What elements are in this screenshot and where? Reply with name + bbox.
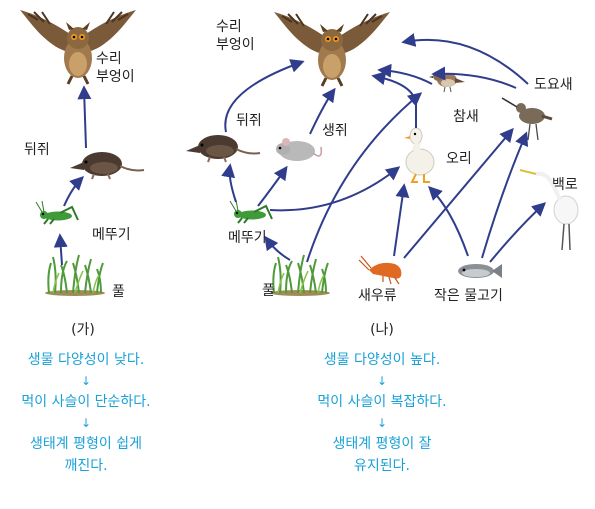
- right-conclusion-line-2: 먹이 사슬이 복잡하다.: [317, 394, 447, 410]
- label-grass-left: 풀: [112, 284, 125, 300]
- snipe-icon: [501, 97, 553, 141]
- right-conclusion-line-1: 생물 다양성이 높다.: [323, 352, 441, 368]
- down-arrow-icon: ↓: [80, 416, 92, 430]
- right-conclusion-line-3: 생태계 평형이 잘 유지된다.: [332, 436, 432, 474]
- caption-na: (나): [370, 322, 394, 338]
- right-food-web: [185, 10, 579, 297]
- label-shrew-right: 뒤쥐: [236, 113, 262, 129]
- caption-ga: (가): [71, 322, 95, 338]
- label-eagle-owl-right: 수리 부엉이: [216, 19, 255, 53]
- label-shrew-left: 뒤쥐: [24, 142, 50, 158]
- label-sparrow: 참새: [453, 109, 479, 125]
- shrimp-icon: [358, 255, 402, 285]
- left-conclusion-line-3: 생태계 평형이 쉽게 깨진다.: [30, 436, 142, 474]
- small-fish-icon: [458, 264, 502, 278]
- right-conclusion: 생물 다양성이 높다. ↓ 먹이 사슬이 복잡하다. ↓ 생태계 평형이 잘 유…: [317, 349, 446, 477]
- eagle-owl-icon: [272, 10, 392, 88]
- mouse-icon: [276, 138, 323, 161]
- left-conclusion-line-1: 생물 다양성이 낮다.: [27, 352, 145, 368]
- left-food-chain: [18, 8, 145, 297]
- left-conclusion-line-2: 먹이 사슬이 단순하다.: [21, 394, 151, 410]
- label-eagle-owl-left: 수리 부엉이: [96, 51, 135, 85]
- down-arrow-icon: ↓: [376, 416, 388, 430]
- label-grass-right: 풀: [262, 283, 275, 299]
- grass-icon: [269, 254, 331, 297]
- down-arrow-icon: ↓: [80, 374, 92, 388]
- arrow-grass-grasshopper: [53, 233, 68, 266]
- down-arrow-icon: ↓: [376, 374, 388, 388]
- arrow-shrew-owl: [77, 85, 92, 149]
- egret-icon: [519, 169, 579, 251]
- arrow-grasshopper-shrew: [63, 176, 84, 207]
- grasshopper-icon: [229, 199, 273, 224]
- left-conclusion: 생물 다양성이 낮다. ↓ 먹이 사슬이 단순하다. ↓ 생태계 평형이 쉽게 …: [21, 349, 150, 477]
- label-grasshopper-left: 메뚜기: [92, 227, 131, 243]
- label-small-fish: 작은 물고기: [434, 288, 503, 304]
- shrew-icon: [185, 134, 261, 163]
- label-snipe: 도요새: [534, 77, 573, 93]
- right-arrows: [221, 33, 547, 263]
- label-shrimp: 새우류: [358, 288, 397, 304]
- label-grasshopper-right: 메뚜기: [228, 230, 267, 246]
- label-egret: 백로: [552, 177, 578, 193]
- grass-icon: [44, 254, 106, 297]
- grasshopper-icon: [35, 200, 79, 225]
- label-mouse: 생쥐: [322, 123, 348, 139]
- label-duck: 오리: [446, 151, 472, 167]
- shrew-icon: [69, 151, 145, 180]
- duck-icon: [404, 127, 435, 183]
